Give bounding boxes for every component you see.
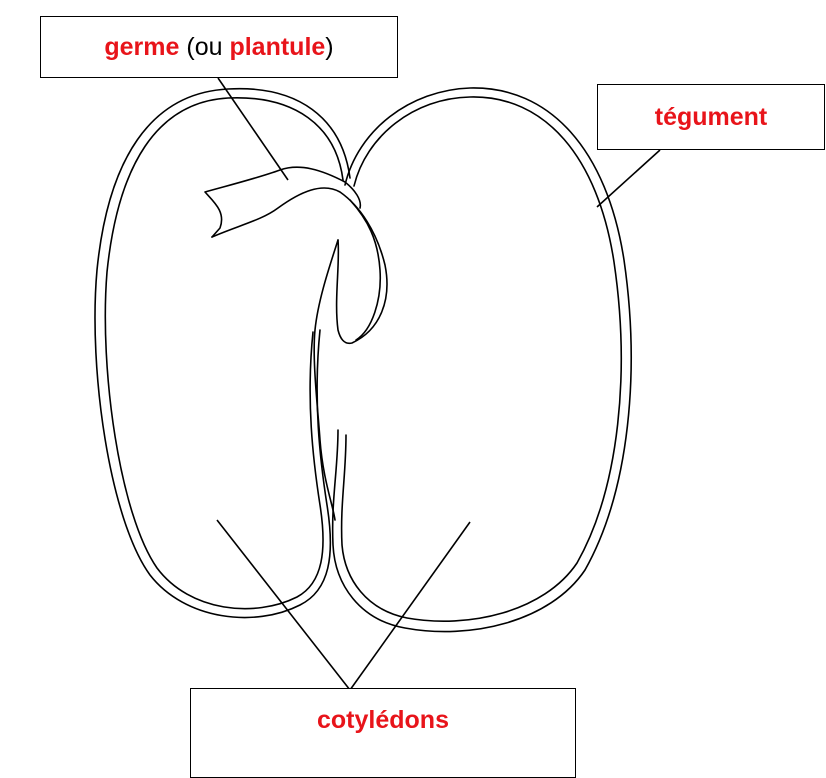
right-cotyledon-inner (342, 97, 622, 621)
right-cotyledon-outline (333, 88, 632, 632)
embryo-axis (212, 188, 387, 343)
germe-term: germe (104, 33, 179, 62)
left-cotyledon-inner (105, 98, 343, 609)
embryo-radicle-inner (350, 200, 380, 340)
cotyledon-right-leader-line (350, 522, 470, 690)
embryo-leaves (205, 167, 360, 237)
cotyledons-label-box: cotylédons (190, 688, 576, 778)
tegument-label-box: tégument (597, 84, 825, 150)
germe-close-paren: ) (325, 33, 333, 62)
cotyledons-term: cotylédons (317, 706, 449, 735)
germe-open-paren: (ou (179, 33, 229, 62)
tegument-leader-line (597, 150, 660, 207)
plantule-term: plantule (229, 33, 325, 62)
tegument-term: tégument (655, 103, 768, 132)
germe-label-box: germe (ou plantule) (40, 16, 398, 78)
